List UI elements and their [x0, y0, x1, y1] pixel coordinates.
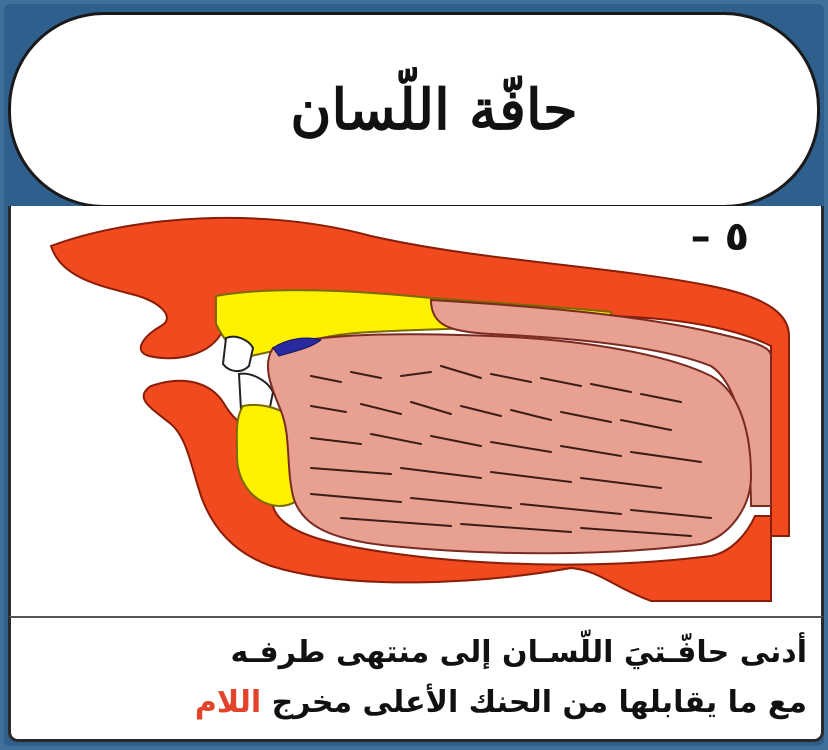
title-plate: حافّة اللّسان	[8, 12, 820, 208]
caption-highlight-term: اللام	[195, 685, 261, 720]
page-title: حافّة اللّسان	[290, 77, 577, 143]
diagram-number-label: ٥ –	[691, 214, 749, 260]
upper-teeth	[223, 337, 253, 371]
caption-line-2: مع ما يقابلها من الحنك الأعلى مخرج اللام	[25, 678, 807, 728]
caption-line-2-text: مع ما يقابلها من الحنك الأعلى مخرج	[261, 685, 807, 720]
caption-panel: أدنى حافّـتيَ اللّسـان إلى منتهى طرفـه م…	[8, 616, 824, 742]
mouth-cross-section-diagram	[11, 206, 821, 616]
diagram-panel: ٥ –	[8, 206, 824, 616]
caption-line-1: أدنى حافّـتيَ اللّسـان إلى منتهى طرفـه	[25, 628, 807, 678]
tongue	[268, 334, 751, 553]
